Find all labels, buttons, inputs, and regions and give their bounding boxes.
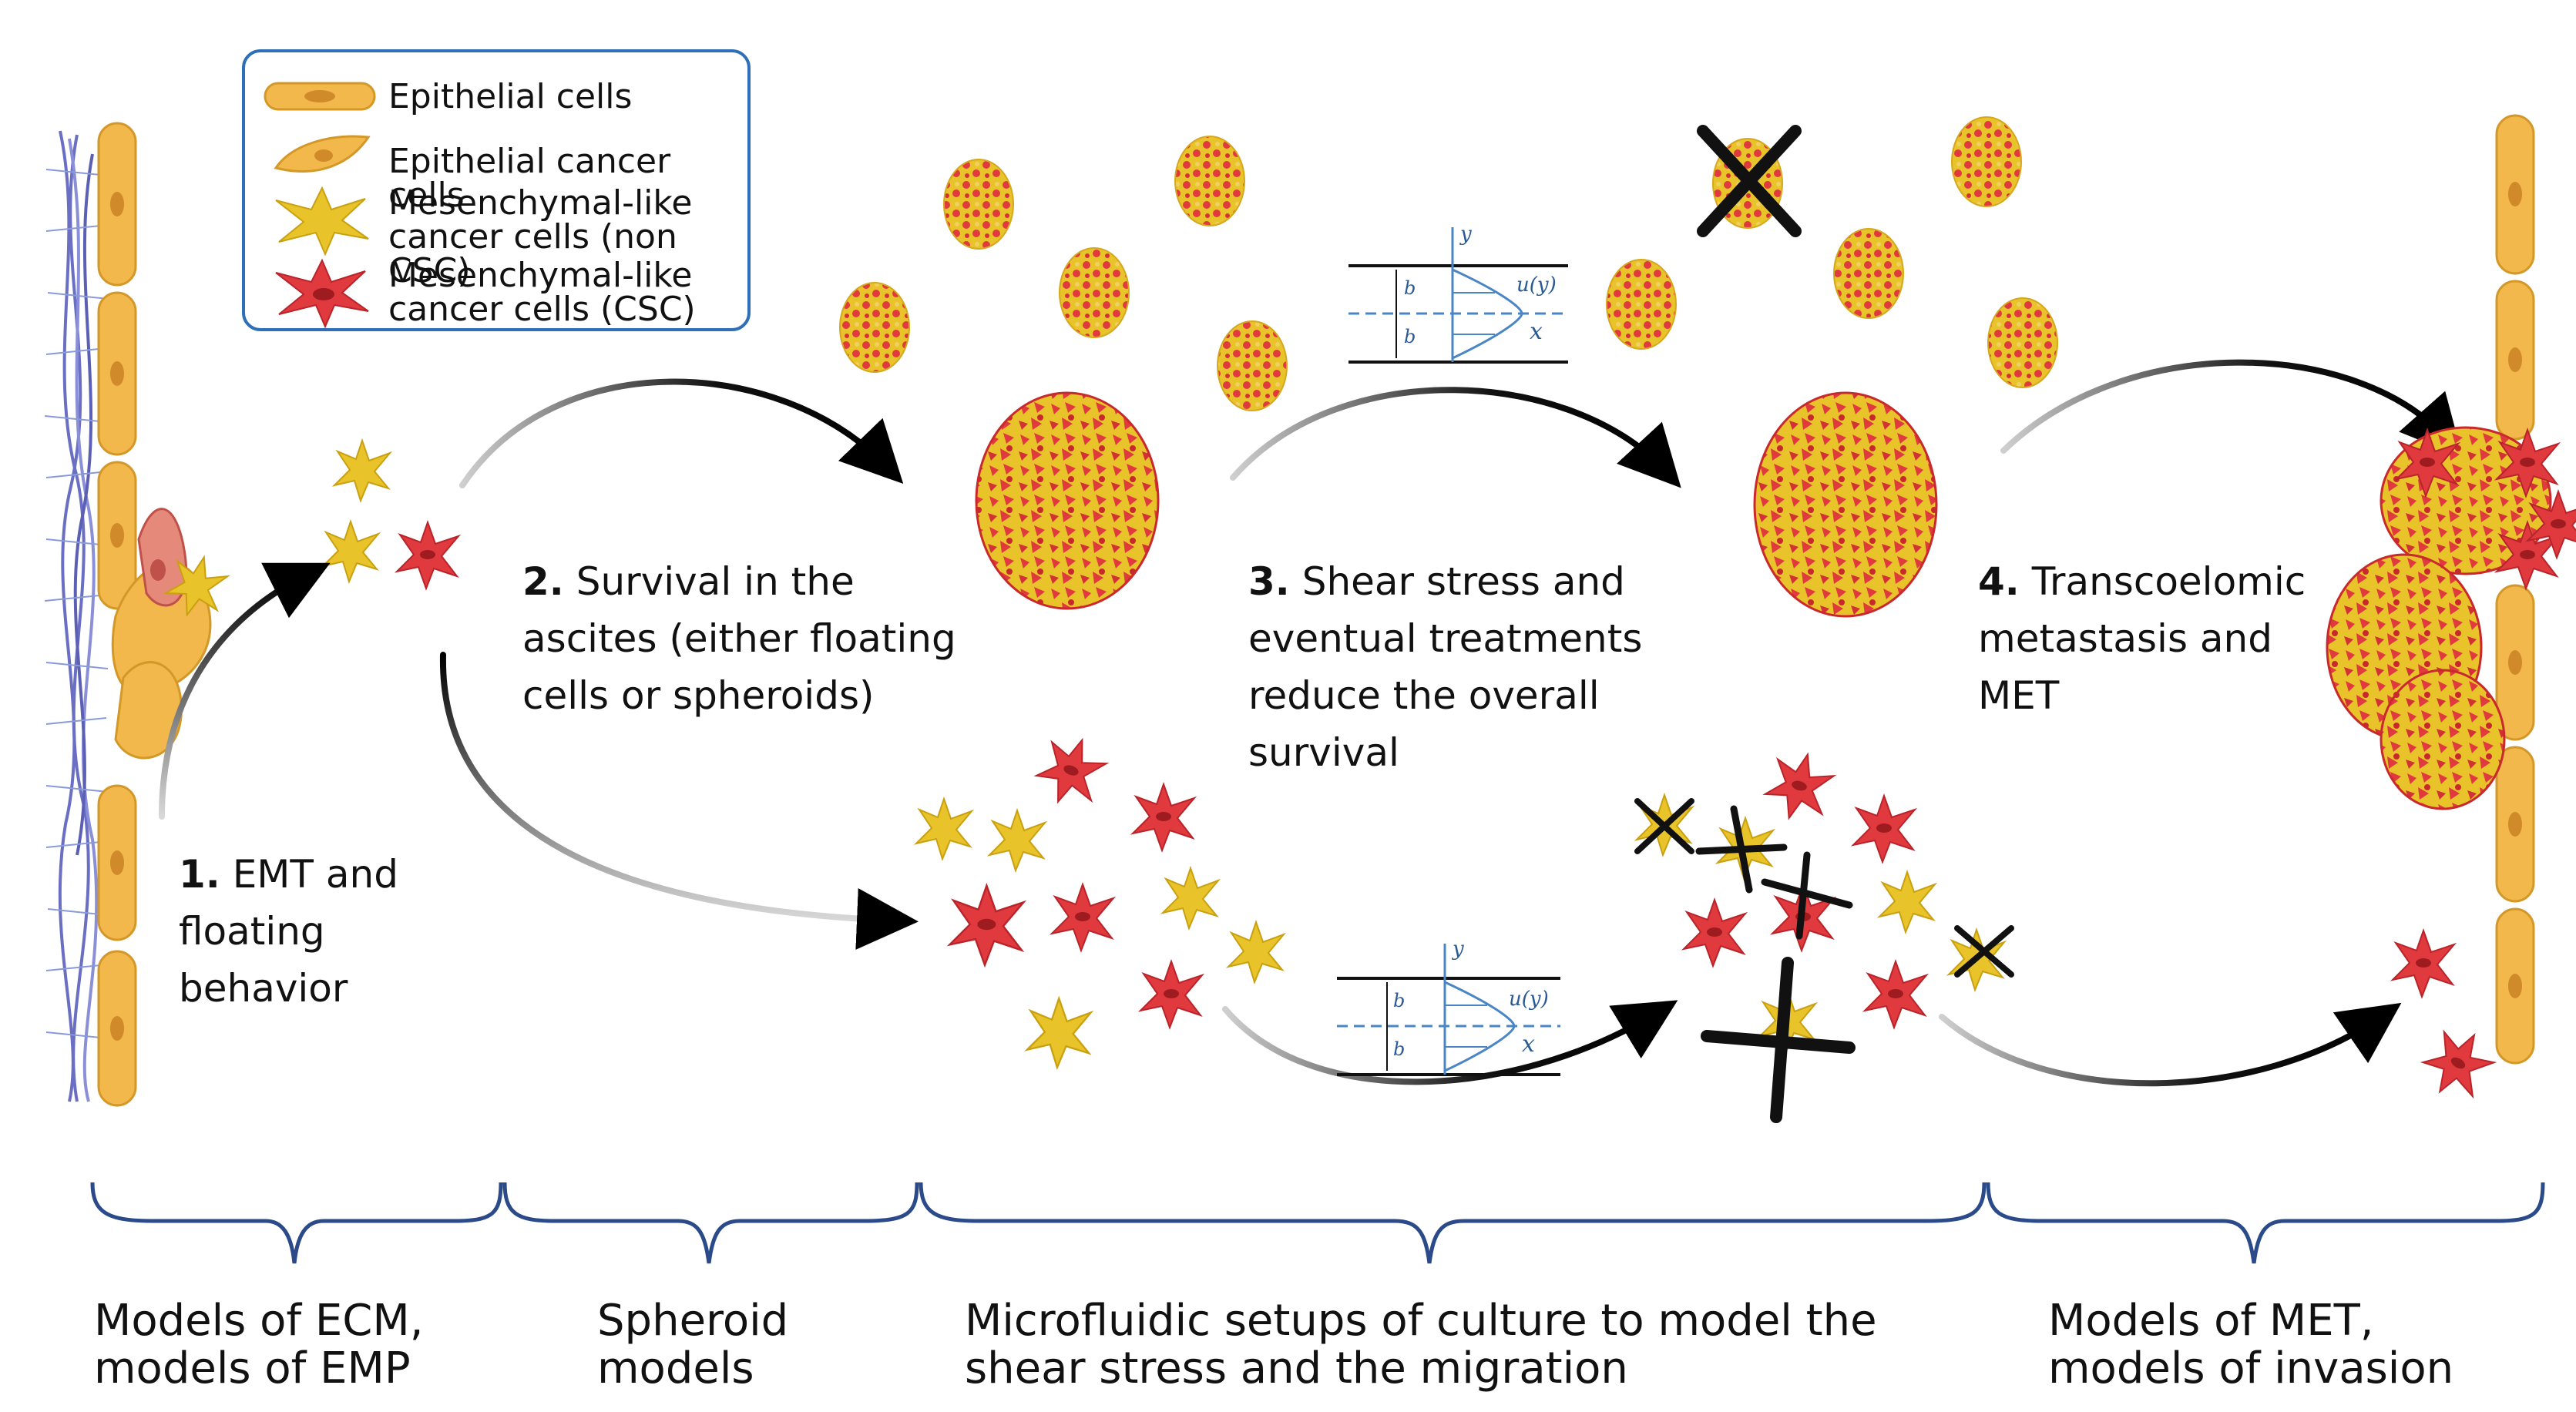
step-3-line-2: eventual treatments <box>1248 616 1643 661</box>
arrow-2a <box>459 378 904 488</box>
step-4-line-1: 4. Transcoelomic <box>1978 553 2306 610</box>
emt-floating-cells <box>322 440 459 589</box>
left-epithelium-nuclei <box>110 192 124 1041</box>
step-2-line-3: cells or spheroids) <box>522 673 875 718</box>
arrow-2b <box>439 652 919 950</box>
flow-profile-bottom <box>1337 944 1560 1076</box>
arrow-4b <box>1939 1002 2402 1087</box>
legend-label-epithelial-cancer: Epithelial cancer cells <box>388 142 671 215</box>
brace-2 <box>502 1182 919 1264</box>
flow-labels: y u(y) x b b y u(y) x b b <box>1393 223 1557 1060</box>
step-2-number: 2. <box>522 559 564 604</box>
ecm-ticks <box>44 169 109 1039</box>
bottom-braces <box>90 1182 2545 1264</box>
step-3-line-3: reduce the overall <box>1248 673 1600 718</box>
bottom-label-ecm: Models of ECM, models of EMP <box>94 1297 424 1393</box>
arrow-1 <box>159 562 331 820</box>
step-1-line-3: behavior <box>179 966 348 1011</box>
epithelial-cancer-cell-icon <box>274 135 371 173</box>
bottom-label-microfluidic-2: shear stress and the migration <box>965 1343 1628 1394</box>
step-3-number: 3. <box>1248 559 1290 604</box>
red-cell-icon <box>275 258 369 329</box>
step-3-line-4: survival <box>1248 730 1399 775</box>
legend: Epithelial cells Epithelial cancer cells… <box>242 49 751 331</box>
arrow-4a <box>2000 359 2463 458</box>
legend-label-mes-csc: Mesenchymal-like cancer cells (CSC) <box>388 259 696 327</box>
bottom-label-spheroid-1: Spheroid <box>597 1296 789 1346</box>
step-4-text-1: Transcoelomic <box>2031 559 2306 604</box>
death-crosses <box>1634 798 2014 1123</box>
step-2-label: 2. Survival in the ascites (either float… <box>522 553 956 724</box>
small-spheroids <box>839 116 2058 411</box>
bottom-label-met-1: Models of MET, <box>2048 1296 2374 1346</box>
flow-bottom-x: x <box>1522 1031 1535 1058</box>
brace-3 <box>919 1182 1987 1264</box>
flow-top-u: u(y) <box>1516 273 1557 297</box>
left-epithelium <box>97 122 137 1107</box>
step-1-line-2: floating <box>179 909 325 954</box>
step-1-text-1: EMT and <box>232 852 398 897</box>
flow-top-x: x <box>1530 318 1543 345</box>
flow-bottom-b1: b <box>1393 990 1405 1011</box>
right-epithelium-nuclei <box>2508 182 2522 998</box>
flow-bottom-y: y <box>1452 937 1464 961</box>
flow-bottom-b2: b <box>1393 1038 1405 1060</box>
brace-4 <box>1986 1182 2545 1264</box>
bottom-label-spheroid-2: models <box>597 1343 754 1394</box>
right-epithelium <box>2495 114 2535 1065</box>
bottom-label-ecm-1: Models of ECM, <box>94 1296 424 1346</box>
left-emt-cells <box>111 508 232 760</box>
epithelial-cell-icon <box>264 82 376 111</box>
flow-bottom-u: u(y) <box>1509 988 1549 1011</box>
yellow-cell-icon <box>275 186 369 257</box>
bottom-label-met: Models of MET, models of invasion <box>2048 1297 2453 1393</box>
step-4-number: 4. <box>1978 559 2020 604</box>
legend-label-mes-csc-2: cancer cells (CSC) <box>388 290 696 329</box>
legend-label-mes-noncsc-2: cancer cells (non CSC) <box>388 217 677 290</box>
step-3-label: 3. Shear stress and eventual treatments … <box>1248 553 1642 781</box>
step-3-text-1: Shear stress and <box>1301 559 1625 604</box>
legend-label-epithelial: Epithelial cells <box>388 77 633 116</box>
step-2-line-1: 2. Survival in the <box>522 553 956 610</box>
bottom-label-microfluidic: Microfluidic setups of culture to model … <box>965 1297 1877 1393</box>
legend-label-mes-noncsc: Mesenchymal-like cancer cells (non CSC) <box>388 186 747 288</box>
legend-label-mes-noncsc-1: Mesenchymal-like <box>388 183 693 223</box>
step-1-number: 1. <box>179 852 220 897</box>
legend-label-mes-csc-1: Mesenchymal-like <box>388 256 693 295</box>
dead-spheroid-cross <box>1697 125 1802 237</box>
step-4-label: 4. Transcoelomic metastasis and MET <box>1978 553 2306 724</box>
bottom-label-spheroid: Spheroid models <box>597 1297 788 1393</box>
bottom-label-ecm-2: models of EMP <box>94 1343 411 1394</box>
brace-1 <box>90 1182 503 1264</box>
big-spheroids <box>975 391 1938 618</box>
step-2-text-1: Survival in the <box>576 559 855 604</box>
step-4-line-2: metastasis and <box>1978 616 2272 661</box>
invasion-cluster <box>2326 426 2576 1109</box>
flow-top-y: y <box>1459 223 1472 246</box>
arrow-3b <box>1222 1000 1678 1085</box>
step-2-line-2: ascites (either floating <box>522 616 956 661</box>
ecm-fibers <box>58 130 99 1102</box>
arrow-3a <box>1230 387 1681 488</box>
step-1-label: 1. EMT and floating behavior <box>179 846 398 1017</box>
step-4-line-3: MET <box>1978 673 2060 718</box>
flow-profile-top <box>1348 227 1568 364</box>
flow-arrows <box>159 359 2463 1087</box>
step-1-line-1: 1. EMT and <box>179 846 398 903</box>
flow-top-b2: b <box>1404 326 1416 347</box>
flow-top-b1: b <box>1404 277 1416 299</box>
step-3-line-1: 3. Shear stress and <box>1248 553 1642 610</box>
bottom-label-met-2: models of invasion <box>2048 1343 2454 1394</box>
bottom-label-microfluidic-1: Microfluidic setups of culture to model … <box>965 1296 1877 1346</box>
